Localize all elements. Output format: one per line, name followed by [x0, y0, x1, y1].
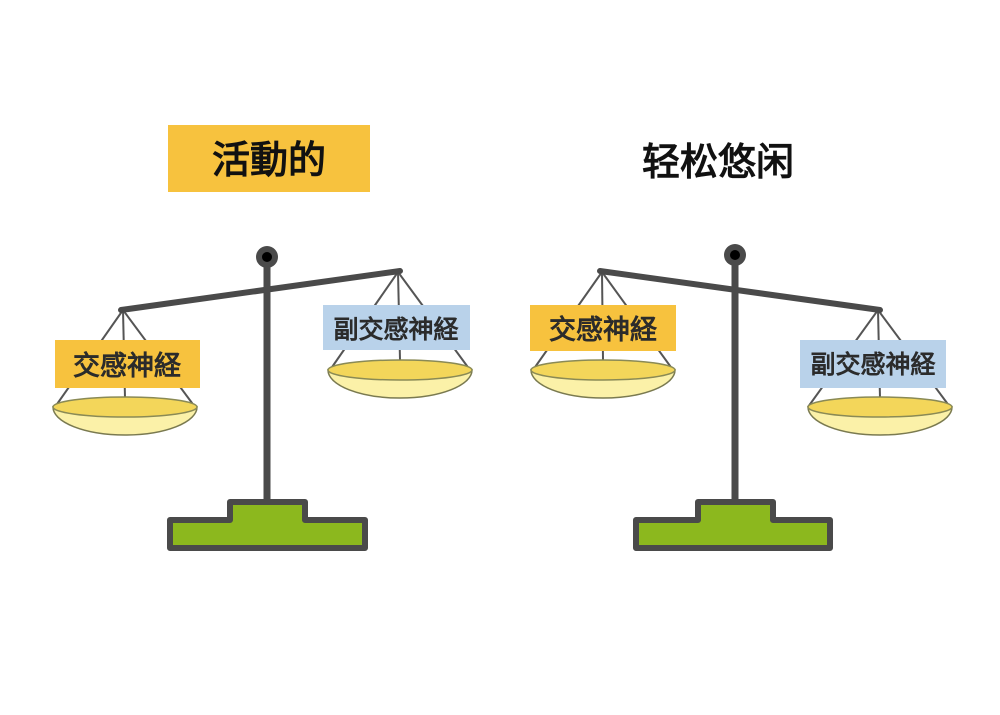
- parasympathetic-label-box: [323, 305, 470, 350]
- sympathetic-label-box: [530, 305, 676, 351]
- right-scale-relaxed: 轻松悠闲 交感神経 副交感神経: [530, 140, 953, 551]
- base: [167, 499, 368, 551]
- right-pan: [327, 359, 473, 399]
- parasympathetic-label: 副交感神経: [810, 350, 936, 379]
- left-pan: [530, 359, 676, 399]
- beam: [597, 268, 883, 313]
- left-pan: [52, 396, 198, 436]
- left-scale-active: 活動的 交感神経 副交感神経: [52, 125, 473, 551]
- title-box: [168, 125, 370, 192]
- beam: [118, 268, 403, 313]
- right-pan: [807, 396, 953, 436]
- sympathetic-label-box: [55, 340, 200, 388]
- sympathetic-label: 交感神経: [549, 314, 658, 346]
- parasympathetic-label-box: [800, 340, 946, 388]
- left-title: 活動的: [212, 138, 326, 182]
- sympathetic-label: 交感神経: [73, 350, 182, 382]
- base: [633, 499, 833, 551]
- parasympathetic-label: 副交感神経: [333, 315, 459, 344]
- right-title: 轻松悠闲: [642, 140, 794, 184]
